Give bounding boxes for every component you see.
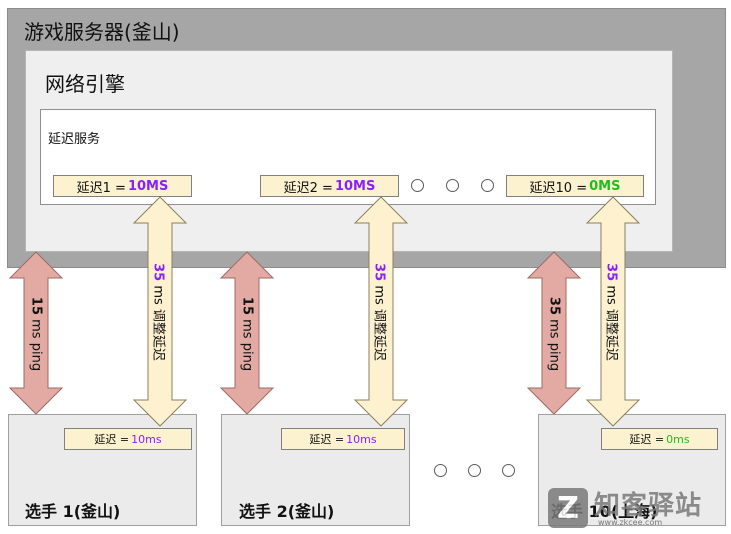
client-10-latency: 延迟 = 0ms [601,428,718,450]
ping-arrow-1-label: 15 ms ping [29,297,44,371]
adjust-arrow-2-text: ms 调整延迟 [371,285,387,361]
adjust-arrow-1-num: 35 [150,263,166,282]
ping-arrow-10 [526,251,582,415]
watermark-text: 知客驿站 [594,491,703,521]
ellipsis-dot [502,464,515,477]
ping-arrow-2-num: 15 [239,296,255,316]
server-latency-1: 延迟1 = 10MS [53,175,192,197]
server-latency-10: 延迟10 = 0MS [506,175,644,197]
ping-arrow-2-label: 15 ms ping [240,297,255,371]
adjust-arrow-2-num: 35 [371,263,387,282]
watermark-logo: Z [548,488,588,528]
client-1-latency: 延迟 = 10ms [64,428,192,450]
ping-arrow-10-text: ms ping [546,319,562,372]
ping-arrow-2 [219,251,275,415]
watermark-url: www.zkcee.com [598,518,663,527]
adjust-arrow-10 [585,196,641,427]
client-10-latency-label: 延迟 = [629,433,665,446]
adjust-arrow-1 [132,196,188,427]
adjust-arrow-2 [353,196,409,427]
adjust-arrow-10-text: ms 调整延迟 [603,285,619,361]
client-1-label: 选手 1(釜山) [25,502,121,521]
server-latency-10-value: 0MS [589,178,621,194]
ellipsis-dot [411,179,424,192]
ping-arrow-10-label: 35 ms ping [547,297,562,371]
adjust-arrow-2-label: 35 ms 调整延迟 [372,263,391,361]
server-latency-2-label: 延迟2 = [283,180,333,196]
client-1-latency-label: 延迟 = [94,433,130,446]
client-1-latency-value: 10ms [131,432,162,446]
adjust-arrow-1-label: 35 ms 调整延迟 [151,263,170,361]
network-engine-title: 网络引擎 [45,72,125,96]
ping-arrow-10-num: 35 [546,296,562,316]
adjust-arrow-1-text: ms 调整延迟 [150,285,166,361]
server-latency-1-label: 延迟1 = [76,180,126,196]
client-10-latency-value: 0ms [666,432,690,446]
ping-arrow-1-text: ms ping [28,319,44,372]
ellipsis-dot [434,464,447,477]
adjust-arrow-10-label: 35 ms 调整延迟 [604,263,623,361]
client-2-latency-label: 延迟 = [309,433,345,446]
ellipsis-dot [468,464,481,477]
ping-arrow-2-text: ms ping [239,319,255,372]
server-latency-2-value: 10MS [334,178,376,194]
adjust-arrow-10-num: 35 [603,263,619,282]
ellipsis-dot [446,179,459,192]
client-2-latency: 延迟 = 10ms [281,428,405,450]
client-2-latency-value: 10ms [346,432,377,446]
server-latency-2: 延迟2 = 10MS [260,175,399,197]
ping-arrow-1 [8,251,64,415]
server-latency-10-label: 延迟10 = [529,180,588,196]
client-2-label: 选手 2(釜山) [239,502,335,521]
game-server-title: 游戏服务器(釜山) [24,20,180,44]
latency-service-title: 延迟服务 [48,132,101,147]
server-latency-1-value: 10MS [127,178,169,194]
ellipsis-dot [481,179,494,192]
ping-arrow-1-num: 15 [28,296,44,316]
